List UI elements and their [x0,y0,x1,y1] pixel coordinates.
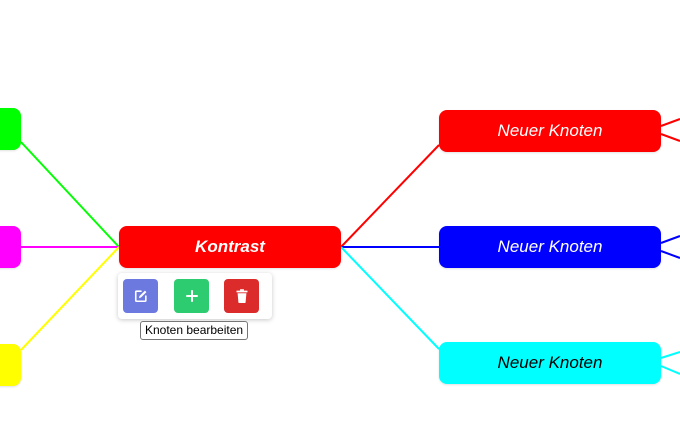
node-toolbar [118,273,272,319]
edge-right [340,246,440,350]
edge-right [340,144,440,248]
trash-icon [236,289,247,303]
plus-icon [185,290,198,302]
left-node-yellow[interactable] [0,344,21,386]
edge-child [660,351,680,359]
node-label: Neuer Knoten [497,121,603,140]
node-label: Neuer Knoten [497,237,603,256]
center-node-label: Kontrast [195,237,265,256]
node-label: Neuer Knoten [497,353,603,372]
add-button[interactable] [174,279,209,313]
edge-child [660,365,680,375]
right-node[interactable]: Neuer Knoten [439,110,661,152]
edit-icon [134,290,147,303]
edge-left [20,141,120,248]
tooltip: Knoten bearbeiten [140,321,249,340]
edge-child [660,133,680,142]
edge-left [20,246,120,351]
left-node-magenta[interactable] [0,226,21,268]
right-node[interactable]: Neuer Knoten [439,226,661,268]
delete-button[interactable] [224,279,259,313]
edge-child [660,118,680,127]
right-node[interactable]: Neuer Knoten [439,342,661,384]
left-node-green[interactable] [0,108,21,150]
edge-child [660,250,680,259]
edit-button[interactable] [123,279,158,313]
edge-child [660,235,680,244]
center-node[interactable]: Kontrast [119,226,341,268]
